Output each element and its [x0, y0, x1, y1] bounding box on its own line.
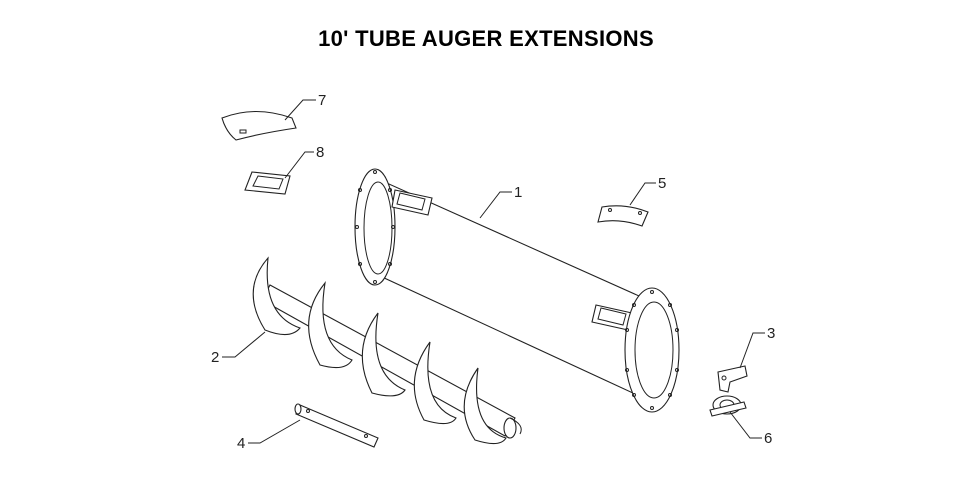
part-7-cover-plate	[221, 111, 297, 141]
leader-lines	[222, 99, 765, 444]
part-8-inspection-cover	[244, 171, 291, 195]
callout-5: 5	[658, 175, 666, 192]
part-3-bearing-bracket	[717, 365, 748, 393]
callout-7: 7	[318, 92, 326, 109]
callout-8: 8	[316, 144, 324, 161]
part-1-tube	[354, 168, 680, 413]
part-5-plate	[597, 205, 649, 227]
callout-2: 2	[211, 349, 219, 366]
callout-1: 1	[514, 184, 522, 201]
diagram-title: 10' TUBE AUGER EXTENSIONS	[318, 26, 654, 51]
part-2-auger	[252, 256, 522, 445]
callout-6: 6	[764, 430, 772, 447]
callout-4: 4	[237, 435, 245, 452]
part-4-shaft	[294, 403, 379, 448]
part-6-bearing	[709, 395, 747, 417]
callout-3: 3	[767, 325, 775, 342]
